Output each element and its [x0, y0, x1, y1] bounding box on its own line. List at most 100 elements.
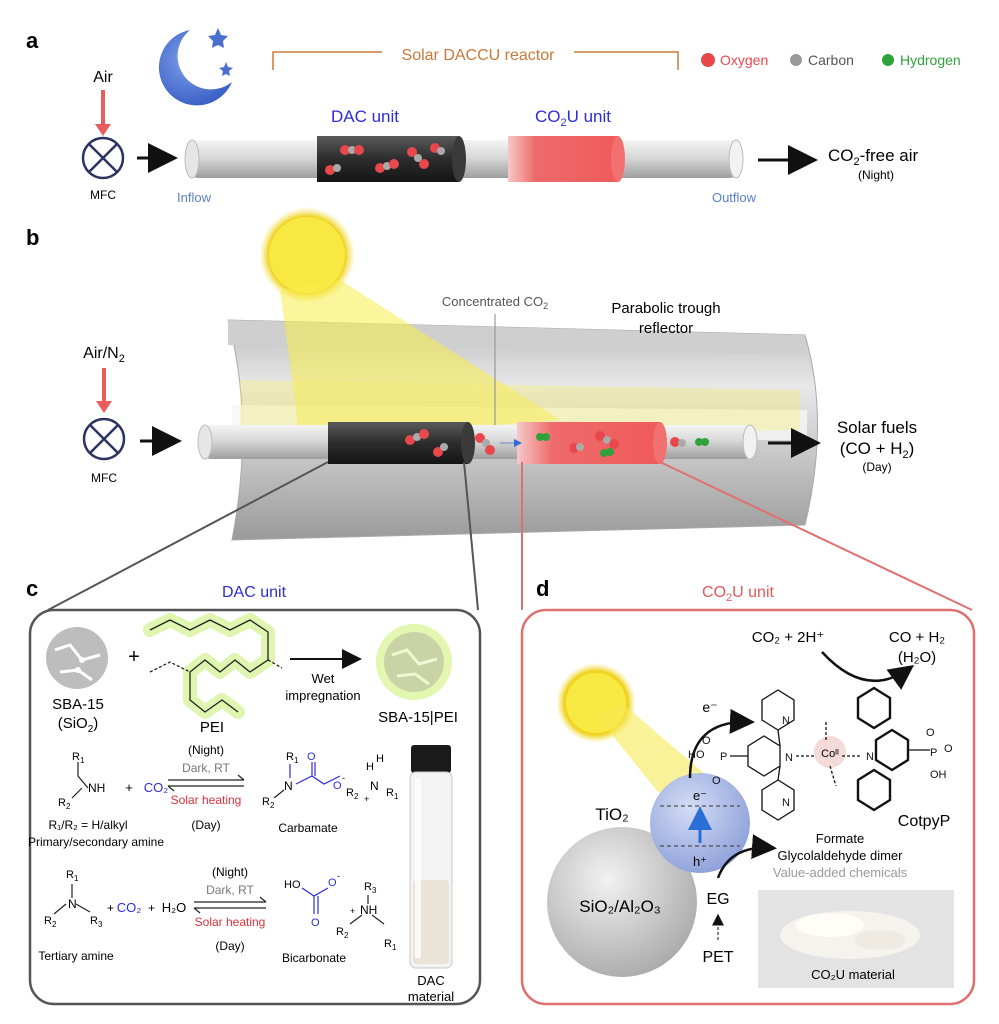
svg-text:R: R — [286, 751, 294, 763]
svg-text:1: 1 — [74, 874, 79, 883]
svg-text:P: P — [930, 747, 937, 759]
tio2-label: TiO₂ — [595, 805, 628, 824]
svg-text:+: + — [350, 906, 355, 916]
legend-carbon-dot — [790, 54, 802, 66]
plus-sign-4: + — [148, 901, 155, 915]
outflow-label: Outflow — [712, 190, 757, 205]
co2u-panel-title: CO2U unit — [702, 584, 774, 604]
mfc-label: MFC — [90, 188, 116, 202]
day-label-b: (Day) — [862, 460, 891, 474]
bicarbonate-structure: HO O- O — [284, 871, 340, 929]
atom-legend: Oxygen Carbon Hydrogen — [701, 52, 961, 68]
eg-label: EG — [706, 891, 729, 908]
oxidation-arrow — [716, 834, 777, 879]
panel-a: a Solar DACCU reactor Oxygen Carbon Hydr… — [26, 28, 961, 205]
svg-text:1: 1 — [80, 756, 85, 765]
panel-a-letter: a — [26, 28, 39, 53]
dac-zoom-line-left — [47, 461, 329, 611]
sun-disc-b — [269, 217, 345, 293]
solar-fuels-label: Solar fuels — [837, 418, 917, 437]
svg-text:H: H — [376, 753, 384, 765]
day-2: (Day) — [215, 939, 244, 953]
sba15-pei-label: SBA-15|PEI — [378, 709, 458, 726]
svg-text:N: N — [866, 751, 874, 763]
dark-rt-2: Dark, RT — [206, 883, 254, 897]
panel-d-letter: d — [536, 576, 549, 601]
co2-reactant-2: CO₂ — [117, 900, 142, 915]
legend-oxygen-dot — [701, 53, 715, 67]
legend-hydrogen: Hydrogen — [900, 52, 961, 68]
reaction-left: CO₂ + 2H⁺ — [752, 629, 825, 646]
night-2: (Night) — [212, 865, 248, 879]
mfc-label-b: MFC — [91, 471, 117, 485]
svg-text:HO: HO — [688, 749, 705, 761]
solar-heating-1: Solar heating — [171, 793, 242, 807]
panel-b: b Concentrated CO2 Parabolic trough refl… — [26, 207, 973, 611]
co2-reactant-1: CO₂ — [144, 780, 169, 795]
panel-d: d CO2U unit CO₂ + 2H⁺ CO + H₂ (H₂O) SiO₂… — [520, 576, 976, 1006]
svg-text:2: 2 — [344, 931, 349, 940]
svg-text:N: N — [782, 715, 790, 727]
svg-text:O: O — [307, 751, 316, 763]
sba15-formula: (SiO2) — [58, 715, 99, 735]
svg-text:N: N — [284, 779, 293, 793]
dac-section — [317, 136, 459, 182]
panel-c: c DAC unit SBA-15 (SiO2) + PEI Wet impre… — [26, 576, 482, 1006]
reactor-tube — [184, 136, 744, 182]
sba15-icon — [46, 627, 108, 689]
support-label: SiO₂/Al₂O₃ — [579, 897, 661, 916]
reaction-right-2: (H₂O) — [898, 649, 936, 666]
reflector-label-1: Parabolic trough — [611, 300, 720, 317]
svg-text:N: N — [370, 779, 379, 793]
svg-text:2: 2 — [270, 801, 275, 810]
svg-text:R: R — [44, 915, 52, 927]
pei-structure — [143, 613, 283, 719]
amine-1-label: Primary/secondary amine — [28, 835, 164, 849]
cotpyp-structure: HO O P O N N N N P O O OH — [688, 686, 953, 821]
inflow-label: Inflow — [177, 190, 212, 205]
electron-in-tio2: e⁻ — [693, 788, 707, 803]
amine-2-label: Tertiary amine — [38, 949, 114, 963]
co2u-material-label: CO₂U material — [811, 967, 895, 982]
reflector-label-2: reflector — [639, 320, 693, 337]
svg-text:NH: NH — [88, 781, 105, 795]
svg-text:R: R — [386, 787, 394, 799]
cobalt-label: Coᴵᴵ — [821, 748, 839, 760]
svg-text:N: N — [68, 897, 77, 911]
dac-section-b — [328, 422, 468, 464]
svg-text:O: O — [328, 877, 337, 889]
svg-text:R: R — [336, 926, 344, 938]
pei-label: PEI — [200, 719, 224, 736]
co2u-material-photo — [758, 890, 954, 988]
mfc-icon-b — [82, 417, 126, 461]
co2u-section — [508, 136, 618, 182]
glycolaldehyde-label: Glycolaldehyde dimer — [777, 848, 903, 863]
legend-hydrogen-dot — [882, 54, 894, 66]
plus-sign-2: + — [125, 780, 133, 795]
svg-text:1: 1 — [392, 943, 397, 952]
r-note: R₁/R₂ = H/alkyl — [48, 818, 127, 832]
carbamate-label: Carbamate — [278, 821, 338, 835]
plus-sign: + — [128, 646, 140, 668]
svg-text:R: R — [90, 915, 98, 927]
svg-text:O: O — [926, 727, 935, 739]
cotpyp-label: CotpyP — [898, 813, 950, 830]
svg-text:N: N — [785, 752, 793, 764]
svg-text:R: R — [72, 751, 80, 763]
svg-text:R: R — [262, 796, 270, 808]
pet-label: PET — [702, 949, 733, 966]
svg-text:O: O — [712, 775, 721, 787]
svg-text:NH: NH — [360, 903, 377, 917]
svg-text:O: O — [702, 735, 711, 747]
wet-label: Wet — [312, 671, 335, 686]
svg-text:R: R — [364, 881, 372, 893]
svg-text:2: 2 — [66, 802, 71, 811]
svg-text:P: P — [720, 751, 727, 763]
svg-text:-: - — [342, 773, 345, 783]
air-label: Air — [93, 69, 113, 86]
dac-material-label-2: material — [408, 989, 454, 1004]
co2u-unit-label: CO2U unit — [535, 107, 611, 129]
